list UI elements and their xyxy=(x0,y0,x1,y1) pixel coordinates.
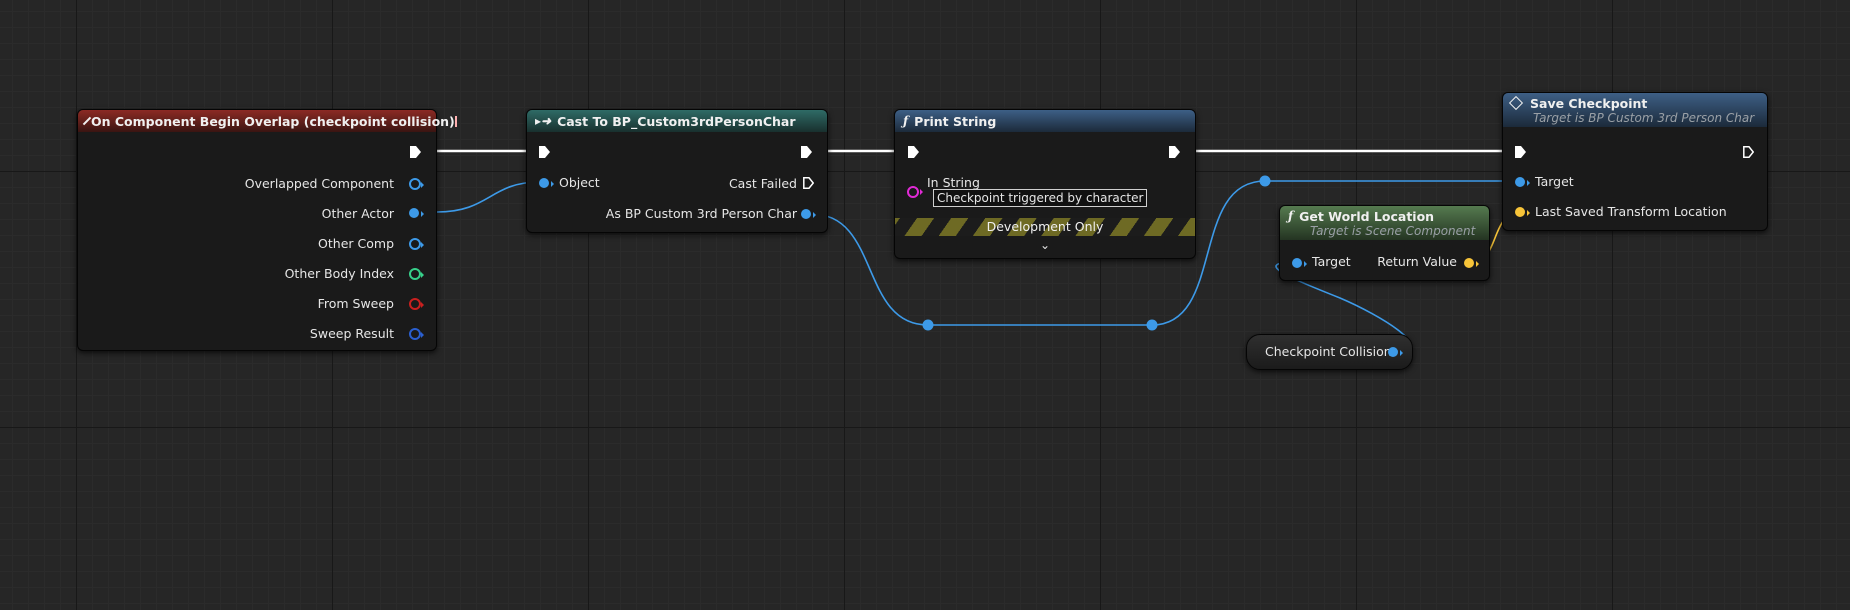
save-checkpoint-node[interactable]: Save Checkpoint Target is BP Custom 3rd … xyxy=(1502,92,1768,231)
print-string-node[interactable]: ƒ Print String In String Checkpoint trig… xyxy=(894,109,1196,259)
pin-arrow-icon xyxy=(421,242,424,248)
pin-arrow-icon xyxy=(1476,261,1479,267)
overlapped-component-pin[interactable] xyxy=(409,178,421,190)
print-string-title: Print String xyxy=(914,113,997,129)
in-string-label: In String xyxy=(927,175,980,190)
target-label: Target xyxy=(1312,254,1351,269)
as-char-label: As BP Custom 3rd Person Char xyxy=(605,206,797,221)
print-string-header: ƒ Print String xyxy=(895,110,1195,132)
cast-title: Cast To BP_Custom3rdPersonChar xyxy=(557,113,796,129)
pin-arrow-icon xyxy=(920,189,923,195)
save-checkpoint-title: Save Checkpoint xyxy=(1530,95,1648,111)
cast-icon: ▸➜ xyxy=(535,114,552,128)
get-world-location-subtitle: Target is Scene Component xyxy=(1310,223,1476,238)
overlapped-component-label: Overlapped Component xyxy=(244,176,394,191)
other-actor-label: Other Actor xyxy=(321,206,394,221)
reroute-knots[interactable] xyxy=(922,175,1271,331)
other-comp-label: Other Comp xyxy=(318,236,394,251)
other-body-index-pin[interactable] xyxy=(409,268,421,280)
from-sweep-pin[interactable] xyxy=(409,298,421,310)
cast-failed-label: Cast Failed xyxy=(728,176,797,191)
pin-arrow-icon xyxy=(421,272,424,278)
cast-node[interactable]: ▸➜ Cast To BP_Custom3rdPersonChar Object… xyxy=(526,109,828,233)
exec-in-pin[interactable] xyxy=(539,146,550,158)
other-comp-pin[interactable] xyxy=(409,238,421,250)
pin-arrow-icon xyxy=(1304,261,1307,267)
other-actor-pin[interactable] xyxy=(409,208,419,218)
other-body-index-label: Other Body Index xyxy=(284,266,394,281)
cast-failed-pin[interactable] xyxy=(803,177,814,189)
as-char-pin[interactable] xyxy=(801,209,811,219)
pin-arrow-icon xyxy=(421,211,424,217)
last-saved-location-pin[interactable] xyxy=(1515,207,1525,217)
from-sweep-label: From Sweep xyxy=(317,296,394,311)
function-icon: ƒ xyxy=(1288,209,1294,223)
pin-arrow-icon xyxy=(1527,180,1530,186)
pin-arrow-icon xyxy=(1400,350,1403,356)
target-pin[interactable] xyxy=(1292,258,1302,268)
sweep-result-label: Sweep Result xyxy=(309,326,394,341)
pin-arrow-icon xyxy=(813,212,816,218)
target-pin[interactable] xyxy=(1515,177,1525,187)
object-pin[interactable] xyxy=(539,178,549,188)
chevron-down-icon[interactable]: ⌄ xyxy=(1039,238,1051,252)
in-string-input[interactable]: Checkpoint triggered by character xyxy=(933,189,1148,207)
checkpoint-collision-label: Checkpoint Collision xyxy=(1265,344,1392,359)
exec-out-pin[interactable] xyxy=(801,146,812,158)
target-label: Target xyxy=(1535,174,1574,189)
exec-out-pin[interactable] xyxy=(1169,146,1180,158)
return-value-pin[interactable] xyxy=(1464,258,1474,268)
pin-arrow-icon xyxy=(421,302,424,308)
save-checkpoint-header: Save Checkpoint Target is BP Custom 3rd … xyxy=(1503,93,1767,127)
exec-in-pin[interactable] xyxy=(908,146,919,158)
save-checkpoint-subtitle: Target is BP Custom 3rd Person Char xyxy=(1533,110,1755,125)
event-icon xyxy=(1508,95,1524,111)
checkpoint-collision-node[interactable]: Checkpoint Collision xyxy=(1246,334,1413,370)
exec-out-pin[interactable] xyxy=(1743,146,1754,158)
exec-out-pin[interactable] xyxy=(410,146,421,158)
cast-header: ▸➜ Cast To BP_Custom3rdPersonChar xyxy=(527,110,827,132)
reroute-knot xyxy=(1259,175,1271,187)
checkpoint-collision-pin[interactable] xyxy=(1388,347,1398,357)
function-icon: ƒ xyxy=(903,114,909,128)
get-world-location-node[interactable]: ƒ Get World Location Target is Scene Com… xyxy=(1279,205,1490,281)
exec-in-pin[interactable] xyxy=(1515,146,1526,158)
return-value-label: Return Value xyxy=(1377,254,1457,269)
stop-icon xyxy=(454,115,457,127)
reroute-knot xyxy=(1146,319,1158,331)
pin-arrow-icon xyxy=(421,182,424,188)
get-world-location-title: Get World Location xyxy=(1299,208,1435,224)
pin-arrow-icon xyxy=(421,332,424,338)
overlap-event-node[interactable]: On Component Begin Overlap (checkpoint c… xyxy=(77,109,457,351)
object-label: Object xyxy=(559,175,600,190)
overlap-event-header: On Component Begin Overlap (checkpoint c… xyxy=(78,110,457,132)
development-only-stripe xyxy=(895,218,1195,236)
pin-arrow-icon xyxy=(1527,210,1530,216)
last-saved-location-label: Last Saved Transform Location xyxy=(1535,204,1727,219)
overlap-event-title: On Component Begin Overlap (checkpoint c… xyxy=(91,113,455,129)
sweep-result-pin[interactable] xyxy=(409,328,421,340)
get-world-location-header: ƒ Get World Location Target is Scene Com… xyxy=(1280,206,1489,240)
reroute-knot xyxy=(922,319,934,331)
development-only-label: Development Only xyxy=(986,219,1104,234)
event-icon xyxy=(82,116,92,126)
object-wire-other-actor-to-object xyxy=(436,181,541,213)
pin-arrow-icon xyxy=(551,181,554,187)
in-string-pin[interactable] xyxy=(907,186,919,198)
